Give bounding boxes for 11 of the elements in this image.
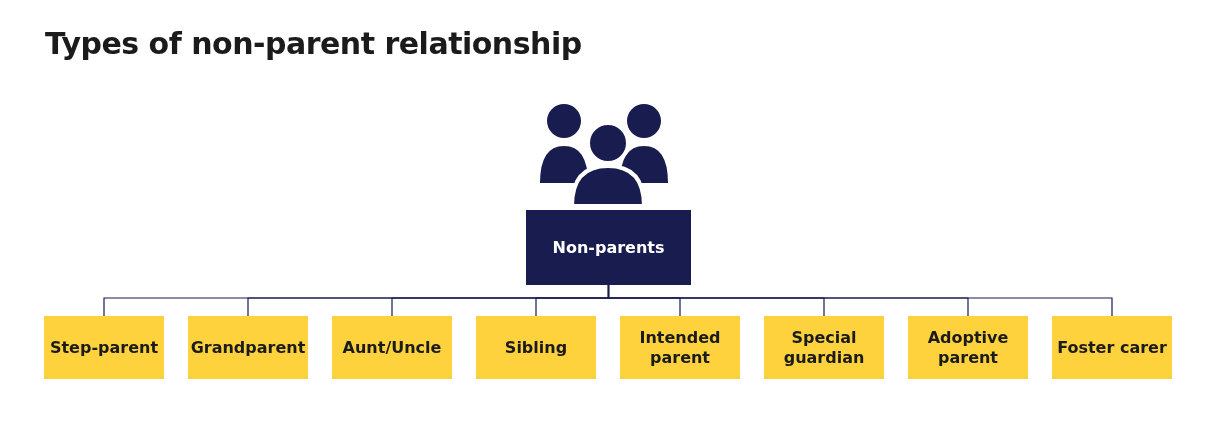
relationship-box: Special guardian <box>764 316 884 379</box>
relationship-box: Aunt/Uncle <box>332 316 452 379</box>
relationship-box: Foster carer <box>1052 316 1172 379</box>
relationship-box: Intended parent <box>620 316 740 379</box>
relationship-box: Sibling <box>476 316 596 379</box>
diagram-title: Types of non-parent relationship <box>45 26 582 61</box>
category-box: Non-parents <box>526 210 691 285</box>
relationship-box: Step-parent <box>44 316 164 379</box>
connector-line <box>607 284 1113 317</box>
relationship-box: Adoptive parent <box>908 316 1028 379</box>
relationship-box: Grandparent <box>188 316 308 379</box>
